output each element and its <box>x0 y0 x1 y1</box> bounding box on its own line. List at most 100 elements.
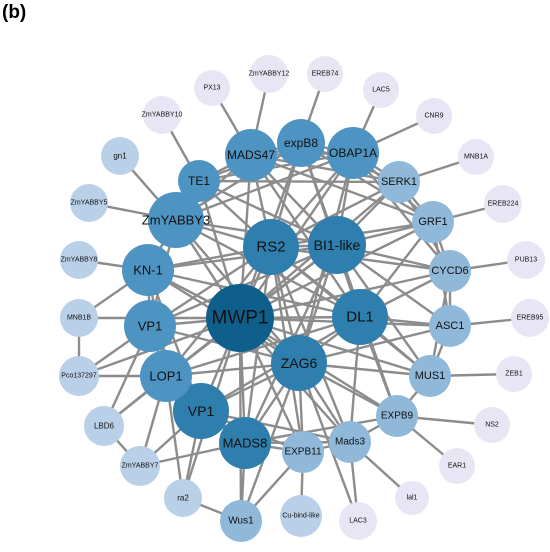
node-MADS47: MADS47 <box>225 129 277 181</box>
node-label: MNB1B <box>67 315 91 322</box>
node-circle <box>178 160 220 202</box>
node-CNR9: CNR9 <box>416 98 452 134</box>
node-label: LOP1 <box>149 369 182 384</box>
edge-ZmYABBY3-OBAP1A <box>175 151 354 222</box>
node-circle <box>412 201 454 243</box>
node-label: expB8 <box>284 136 318 150</box>
node-EXPB9: EXPB9 <box>376 395 418 437</box>
node-KN1: KN-1 <box>122 244 174 296</box>
node-MWP1: MWP1 <box>206 284 274 352</box>
node-label: MUS1 <box>415 370 446 382</box>
node-circle <box>194 70 230 106</box>
node-circle <box>60 299 98 337</box>
node-circle <box>409 355 451 397</box>
node-label: lal1 <box>407 495 418 502</box>
node-label: Mads3 <box>335 437 365 448</box>
node-circle <box>484 185 522 223</box>
node-circle <box>416 98 452 134</box>
node-expB8: expB8 <box>277 119 325 167</box>
node-label: LAC3 <box>349 518 367 525</box>
edge-TE1-SERK1 <box>198 179 400 184</box>
node-circle <box>271 335 327 391</box>
node-label: MADS47 <box>227 148 275 162</box>
node-label: CYCD6 <box>431 265 468 277</box>
node-label: Wus1 <box>228 516 254 527</box>
node-circle <box>511 299 549 337</box>
node-LBD6: LBD6 <box>84 406 124 446</box>
node-circle <box>124 300 176 352</box>
node-BI1: BI1-like <box>308 216 366 274</box>
node-NS2: NS2 <box>474 407 510 443</box>
node-circle <box>120 446 160 486</box>
node-label: LAC5 <box>372 87 390 94</box>
node-OBAP1A: OBAP1A <box>327 127 379 179</box>
node-label: KN-1 <box>133 263 163 278</box>
node-gn1: gn1 <box>101 137 139 175</box>
node-label: ra2 <box>177 494 189 503</box>
node-LAC5: LAC5 <box>363 72 399 108</box>
node-ZmYABBY7: ZmYABBY7 <box>120 446 160 486</box>
node-circle <box>307 56 343 92</box>
node-label: MADS8 <box>223 436 268 451</box>
node-label: EREB74 <box>312 71 339 78</box>
node-ZEB1: ZEB1 <box>496 356 532 392</box>
node-ZmYABBY8: ZmYABBY8 <box>60 241 98 279</box>
node-label: PX13 <box>203 85 220 92</box>
node-circle <box>225 129 277 181</box>
node-circle <box>507 241 545 279</box>
node-MNB1A: MNB1A <box>458 139 494 175</box>
node-circle <box>219 417 271 469</box>
node-label: RS2 <box>256 239 285 256</box>
node-circle <box>101 137 139 175</box>
node-EREB95: EREB95 <box>511 299 549 337</box>
node-label: CNR9 <box>424 113 443 120</box>
node-label: ZmYABBY10 <box>142 112 183 119</box>
node-PX13: PX13 <box>194 70 230 106</box>
node-circle <box>363 72 399 108</box>
node-ZmYABBY10: ZmYABBY10 <box>142 96 183 134</box>
node-MUS1: MUS1 <box>409 355 451 397</box>
node-circle <box>332 289 388 345</box>
node-label: ASC1 <box>436 320 465 332</box>
node-label: ZEB1 <box>505 371 523 378</box>
node-circle <box>164 479 202 517</box>
node-label: Cu-bind-like <box>282 513 319 520</box>
node-label: Pco137297 <box>61 373 97 380</box>
node-circle <box>395 481 429 515</box>
node-circle <box>220 500 262 542</box>
node-label: ZmYABBY7 <box>122 463 159 470</box>
node-circle <box>173 383 229 439</box>
node-PUB13: PUB13 <box>507 241 545 279</box>
node-label: MNB1A <box>464 154 488 161</box>
node-label: EREB95 <box>517 315 544 322</box>
node-circle <box>458 139 494 175</box>
node-ra2: ra2 <box>164 479 202 517</box>
edge-DL1-LOP1 <box>165 315 361 378</box>
node-label: TE1 <box>188 174 210 188</box>
node-ASC1: ASC1 <box>429 305 471 347</box>
node-label: ZmYABBY3 <box>142 213 210 228</box>
node-label: ZmYABBY12 <box>249 71 290 78</box>
node-ZmYABBY5: ZmYABBY5 <box>70 184 108 222</box>
node-circle <box>140 350 192 402</box>
node-Wus1: Wus1 <box>220 500 262 542</box>
node-label: gn1 <box>113 152 127 161</box>
node-circle <box>339 502 377 540</box>
node-circle <box>439 448 475 484</box>
node-label: EXPB9 <box>381 411 414 422</box>
node-circle <box>329 421 371 463</box>
node-circle <box>243 219 299 275</box>
node-label: MWP1 <box>212 308 269 329</box>
node-EXPB11: EXPB11 <box>282 431 324 473</box>
node-MNB1B: MNB1B <box>60 299 98 337</box>
node-LAC3: LAC3 <box>339 502 377 540</box>
node-circle <box>327 127 379 179</box>
node-circle <box>70 184 108 222</box>
edge-OBAP1A-TE1 <box>198 151 354 183</box>
node-label: ZmYABBY5 <box>71 200 108 207</box>
node-circle <box>250 55 288 93</box>
node-circle <box>282 431 324 473</box>
edge-BI1-KN1 <box>147 243 338 272</box>
